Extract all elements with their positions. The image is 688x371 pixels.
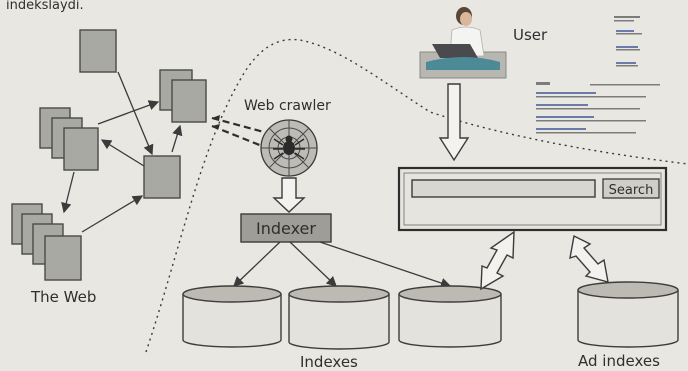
search-button[interactable]: Search (602, 178, 660, 199)
ad-index-cylinder (577, 281, 679, 348)
web-link-arrows (61, 71, 183, 233)
indexer-box: Indexer (240, 213, 332, 243)
index-cylinder (182, 285, 282, 348)
results-page-snippet (536, 16, 660, 134)
web-page-icon (171, 79, 207, 123)
search-to-indexes-arrow (480, 230, 515, 291)
search-panel (397, 166, 668, 232)
person-with-laptop-icon (419, 7, 507, 79)
indexer-label: Indexer (256, 219, 316, 238)
search-button-label: Search (609, 183, 654, 198)
user-label: User (513, 26, 548, 44)
crawler-fetch-lines (211, 115, 265, 148)
search-to-ad-indexes-arrow (569, 234, 609, 283)
web-documents (11, 29, 207, 281)
web-crawler-label: Web crawler (244, 98, 331, 114)
web-page-icon (44, 235, 82, 281)
user-to-search-arrow (438, 83, 470, 162)
web-page-icon (63, 127, 99, 171)
crawler-to-indexer-arrow (272, 177, 306, 213)
web-page-icon (143, 155, 181, 199)
indexes-label: Indexes (300, 353, 358, 371)
search-input[interactable] (411, 179, 596, 198)
header-text: indekslaydi. (6, 0, 84, 13)
web-page-icon (79, 29, 117, 73)
ad-indexes-label: Ad indexes (578, 352, 660, 370)
index-cylinder (398, 285, 502, 348)
indexer-to-indexes-arrows (233, 241, 452, 289)
index-cylinder (288, 285, 390, 350)
the-web-label: The Web (30, 288, 96, 306)
spider-globe-icon (260, 119, 318, 177)
